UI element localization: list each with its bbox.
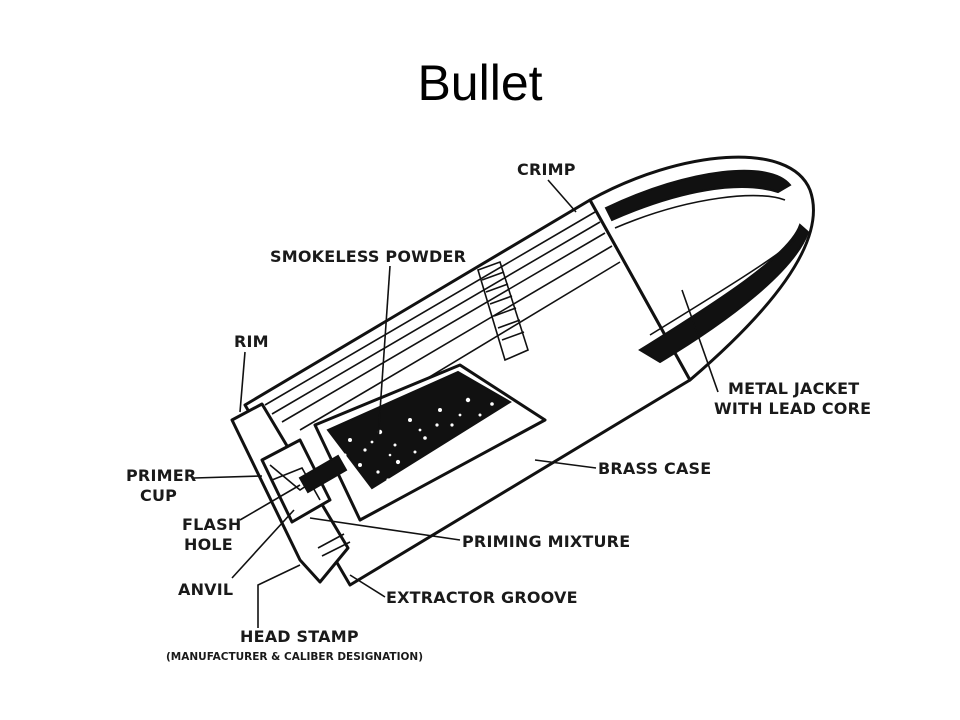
label-with-lead-core: WITH LEAD CORE bbox=[714, 399, 871, 418]
crimp-hatching bbox=[481, 271, 525, 341]
label-head-stamp-note: (MANUFACTURER & CALIBER DESIGNATION) bbox=[166, 651, 423, 663]
label-cup: CUP bbox=[140, 486, 177, 505]
label-hole: HOLE bbox=[184, 535, 233, 554]
label-priming-mixture: PRIMING MIXTURE bbox=[462, 532, 630, 551]
label-flash: FLASH bbox=[182, 515, 241, 534]
leader-lines bbox=[193, 179, 719, 628]
primer-assembly bbox=[260, 438, 348, 524]
crimp-band bbox=[477, 260, 529, 362]
label-head-stamp: HEAD STAMP bbox=[240, 627, 359, 646]
label-brass-case: BRASS CASE bbox=[598, 459, 711, 478]
label-anvil: ANVIL bbox=[178, 580, 233, 599]
label-primer: PRIMER bbox=[126, 466, 196, 485]
label-rim: RIM bbox=[234, 332, 269, 351]
smokeless-powder-grains bbox=[326, 370, 512, 490]
label-crimp: CRIMP bbox=[517, 160, 576, 179]
label-smokeless-powder: SMOKELESS POWDER bbox=[270, 247, 466, 266]
label-extractor-groove: EXTRACTOR GROOVE bbox=[386, 588, 578, 607]
extractor-groove bbox=[317, 533, 351, 557]
slide-title: Bullet bbox=[417, 55, 543, 111]
metal-jacket-bullet bbox=[588, 155, 815, 382]
jacket-stripes bbox=[604, 169, 810, 364]
label-metal-jacket: METAL JACKET bbox=[728, 379, 859, 398]
